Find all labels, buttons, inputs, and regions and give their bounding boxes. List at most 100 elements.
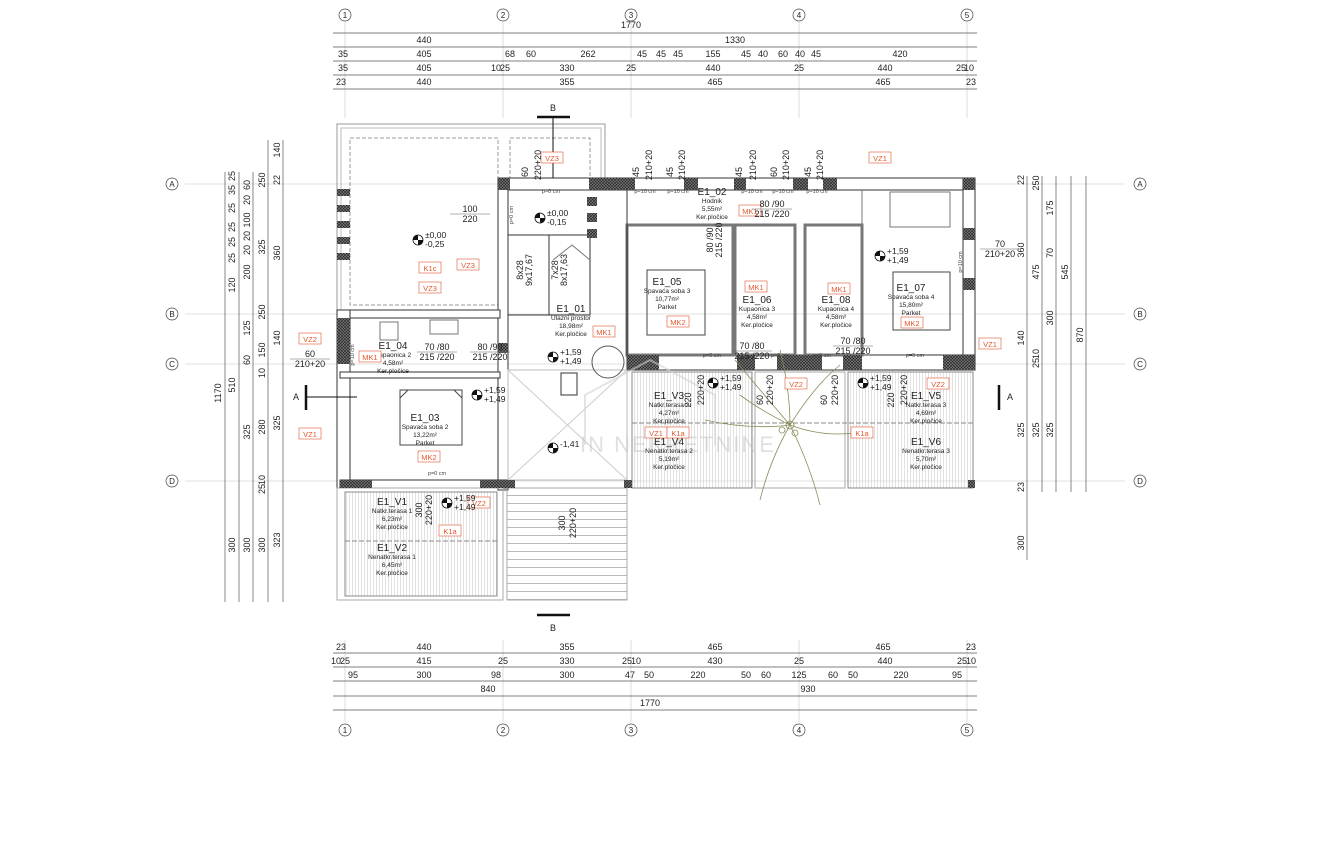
axis-bubble <box>165 307 179 321</box>
dimension-top: 440 <box>416 35 431 45</box>
material-tag: VZ2 <box>303 335 317 344</box>
axis-label-D: D <box>1137 477 1143 486</box>
opening-height: 215 /220 <box>734 351 769 361</box>
material-tag-box <box>540 151 564 164</box>
window-dimension: 210+20 <box>748 150 758 180</box>
window-dimension: 8x17,63 <box>559 254 569 286</box>
dimension-bottom: 1770 <box>640 698 660 708</box>
level-value-bottom: +1,49 <box>454 502 476 512</box>
dimension-right: 175 <box>1045 200 1055 215</box>
axis-label-3: 3 <box>629 726 634 735</box>
axis-bubble <box>792 8 806 22</box>
opening-width: 80 /90 <box>759 199 784 209</box>
dimension-bottom: 415 <box>416 656 431 666</box>
material-tag: MK2 <box>421 453 436 462</box>
material-tag-box <box>298 427 322 440</box>
material-tag-box <box>358 350 382 363</box>
material-tag: MK2 <box>904 319 919 328</box>
axis-label-1: 1 <box>343 726 348 735</box>
room-name: Hodnik <box>702 198 723 205</box>
dimension-top: 465 <box>875 77 890 87</box>
material-tag: MK1 <box>362 353 377 362</box>
dimension-left: 510 <box>227 377 237 392</box>
dimension-left: 100 <box>242 212 252 227</box>
axis-bubble <box>496 8 510 22</box>
material-tag-box <box>926 377 950 390</box>
dimension-right: 475 <box>1031 264 1041 279</box>
dimension-left: 20 <box>242 245 252 255</box>
axis-bubble <box>960 8 974 22</box>
room-area: 5,70m² <box>916 456 937 463</box>
dimension-top: 40 <box>758 49 768 59</box>
dimension-top: 262 <box>580 49 595 59</box>
dimension-top: 10 <box>964 63 974 73</box>
room-area: 6,23m² <box>382 516 403 523</box>
axis-label-B: B <box>169 310 174 319</box>
dimension-left: 300 <box>257 537 267 552</box>
material-tag-box <box>467 496 491 509</box>
material-tag-box <box>784 377 808 390</box>
room-floor-finish: Ker.pločice <box>555 331 587 338</box>
room-name: Kupaonica 2 <box>375 352 412 359</box>
dimension-left: 140 <box>272 142 282 157</box>
level-value-bottom: -0,25 <box>425 239 445 249</box>
room-floor-finish: Parket <box>416 440 435 447</box>
opening-width: 70 /80 <box>424 342 449 352</box>
material-tag-box <box>827 282 851 295</box>
window-dimension: 60 <box>769 167 779 177</box>
level-value-top: +1,59 <box>454 493 476 503</box>
dimension-bottom: 440 <box>877 656 892 666</box>
axis-bubble <box>165 177 179 191</box>
sill-height-note: p=0 cm <box>813 353 832 359</box>
level-marker-icon <box>708 378 718 388</box>
dimension-left: 10 <box>257 475 267 485</box>
dimension-bottom: 355 <box>559 642 574 652</box>
dimension-left: 25 <box>227 171 237 181</box>
sill-height-note: p=0 cm <box>771 353 790 359</box>
material-tag: VZ2 <box>472 499 486 508</box>
window-dimension: 220+20 <box>696 375 706 405</box>
dimension-left: 140 <box>272 330 282 345</box>
sill-height-note: p=0 cm <box>703 353 722 359</box>
dimension-left: 200 <box>242 264 252 279</box>
room-area: 18,98m² <box>559 323 584 330</box>
dimension-left: 125 <box>242 320 252 335</box>
dimension-top: 10 <box>491 63 501 73</box>
sill-height-note: p=0 cm <box>428 471 447 477</box>
axis-label-D: D <box>169 477 175 486</box>
axis-bubble <box>165 474 179 488</box>
axis-bubble <box>1133 357 1147 371</box>
window-dimension: 220 <box>886 392 896 407</box>
room-floor-finish: Ker.pločice <box>653 464 685 471</box>
window-dimension: 45 <box>803 167 813 177</box>
material-tag-box <box>418 281 442 294</box>
dimension-top: 23 <box>966 77 976 87</box>
window-dimension: 9x17,67 <box>524 254 534 286</box>
dimension-bottom: 98 <box>491 670 501 680</box>
material-tag-box <box>438 524 462 537</box>
axis-bubble <box>1133 474 1147 488</box>
sill-height-note: p=0 cm <box>542 189 561 195</box>
room-name: Nenatkr.terasa 3 <box>902 448 950 455</box>
dimension-bottom: 60 <box>761 670 771 680</box>
room-id: E1_V4 <box>654 437 684 448</box>
opening-height: 215 /220 <box>754 209 789 219</box>
room-id: E1_06 <box>743 295 772 306</box>
room-id: E1_V5 <box>911 391 941 402</box>
material-tag: VZ1 <box>303 430 317 439</box>
window-dimension: 60 <box>819 395 829 405</box>
material-tag: VZ2 <box>931 380 945 389</box>
material-tag-box <box>456 258 480 271</box>
window-dimension: 220+20 <box>899 375 909 405</box>
opening-height: 215 /220 <box>419 352 454 362</box>
dimension-left: 325 <box>242 424 252 439</box>
level-value-top: +1,59 <box>870 373 892 383</box>
dimension-left: 10 <box>257 368 267 378</box>
material-tag: VZ1 <box>983 340 997 349</box>
room-floor-finish: Ker.pločice <box>696 214 728 221</box>
window-dimension: 210+20 <box>677 150 687 180</box>
opening-width: 80 /90 <box>477 342 502 352</box>
dimension-bottom: 930 <box>800 684 815 694</box>
level-value-top: +1,59 <box>560 347 582 357</box>
dimension-left: 20 <box>242 231 252 241</box>
